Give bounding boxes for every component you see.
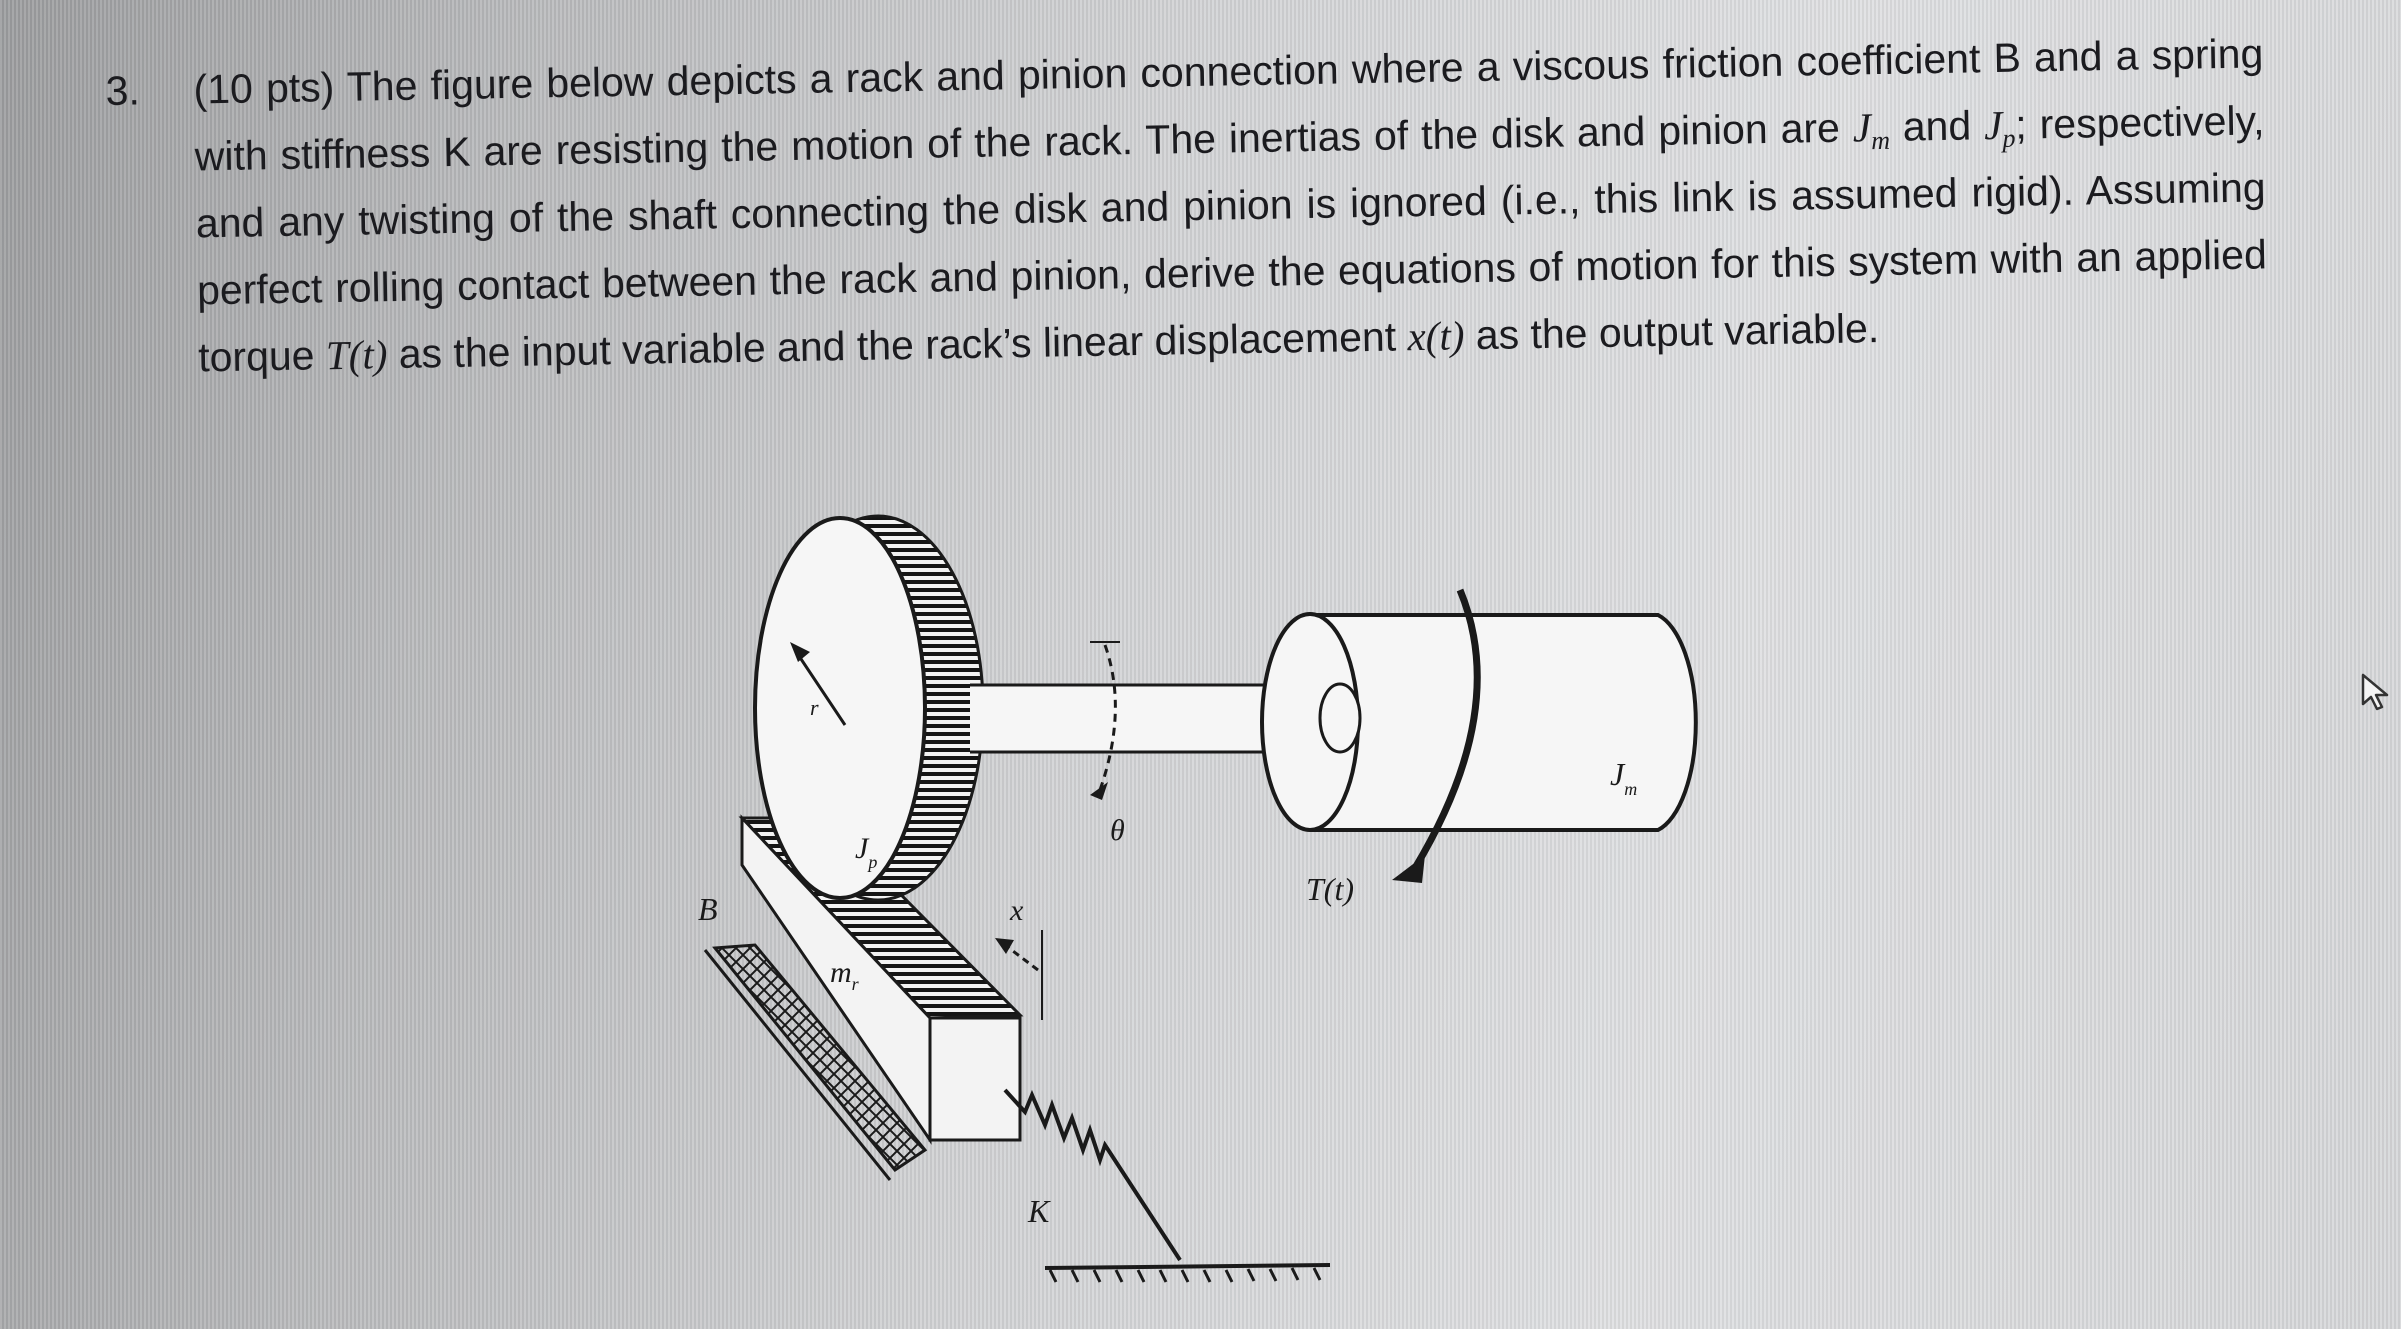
pinion: [753, 514, 985, 902]
theta-arrow: [1090, 641, 1120, 800]
torque-arrow: [1392, 588, 1481, 883]
label-mr: mr: [830, 956, 860, 994]
cursor-icon: [2361, 673, 2389, 711]
motor-inertia: [1260, 612, 1698, 832]
problem-statement: 3. (10 pts) The figure below depicts a r…: [105, 20, 2267, 380]
label-k: K: [1027, 1193, 1051, 1229]
symbol-torque: T(t): [325, 331, 388, 379]
spring: [1003, 1088, 1182, 1262]
problem-number: 3.: [105, 67, 141, 114]
damper-ground: [703, 943, 928, 1181]
displacement-arrow: [995, 930, 1043, 1020]
label-torque: T(t): [1306, 871, 1354, 907]
text-part-3: as the input variable and the rack’s lin…: [386, 313, 1408, 378]
rack-pinion-figure: r Jp θ Jm T(t) x B mr K: [698, 514, 1698, 1283]
text-and: and: [1889, 102, 1985, 150]
problem-text: (10 pts) The figure below depicts a rack…: [193, 20, 2269, 391]
label-theta: θ: [1110, 814, 1125, 847]
label-b: B: [698, 891, 718, 927]
label-x: x: [1009, 894, 1024, 927]
label-jp: Jp: [855, 832, 877, 872]
symbol-displacement: x(t): [1407, 312, 1465, 360]
label-jm: Jm: [1610, 756, 1637, 799]
symbol-jp: Jp: [1983, 101, 2016, 153]
label-r: r: [810, 695, 819, 720]
text-part-4: as the output variable.: [1463, 305, 1880, 359]
spring-ground: [1044, 1263, 1331, 1283]
symbol-jm: Jm: [1852, 104, 1891, 156]
